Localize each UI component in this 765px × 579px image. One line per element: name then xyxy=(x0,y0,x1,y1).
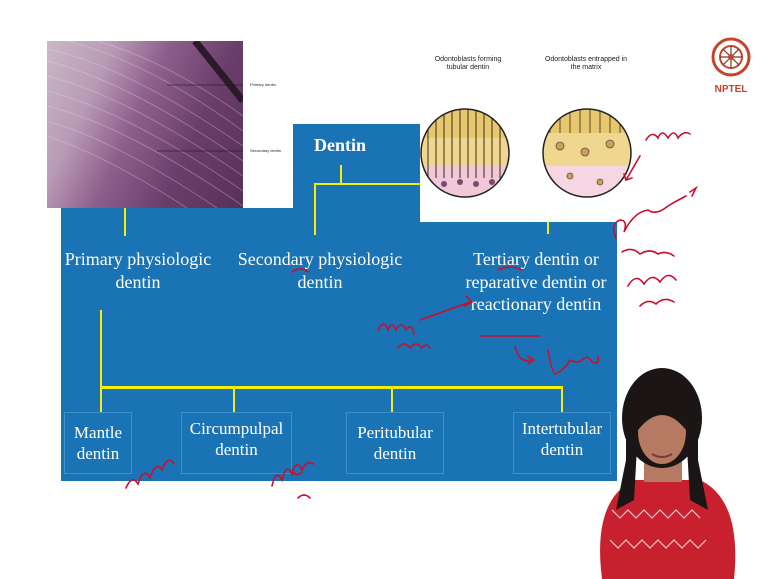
note-dead-tracts xyxy=(628,275,676,286)
note-new-dentin xyxy=(378,324,414,334)
note-circumpulpal xyxy=(272,463,314,486)
underline-tertiary xyxy=(498,267,522,270)
note-mantle xyxy=(126,460,174,488)
note-frequency xyxy=(548,350,598,374)
note-stimulus xyxy=(614,196,686,238)
new-dentin-arrow xyxy=(420,302,470,320)
note-irritation xyxy=(622,249,674,256)
note-odontoblasts xyxy=(646,133,690,140)
underline-secondary xyxy=(292,269,308,272)
frequency-arrow xyxy=(515,346,531,361)
odontoblast-pointer xyxy=(626,156,640,180)
